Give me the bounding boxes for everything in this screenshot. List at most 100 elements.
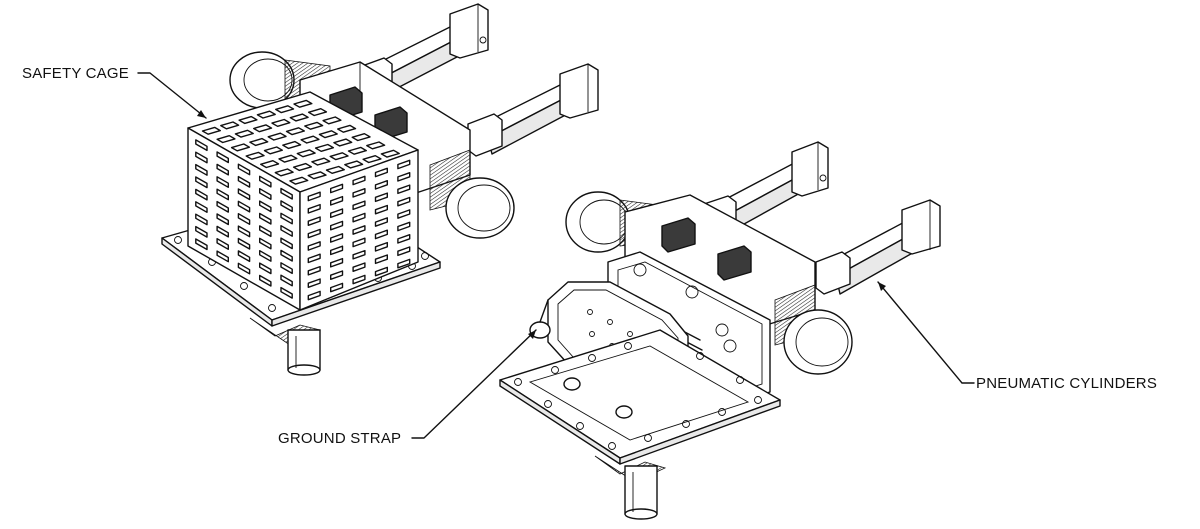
cage-slot xyxy=(330,233,344,243)
safety-cage-arrow xyxy=(197,110,206,118)
cage-slot xyxy=(397,209,411,219)
cage-slot xyxy=(307,228,321,239)
cage-slot xyxy=(237,163,251,176)
cage-slot xyxy=(352,200,366,211)
cage-slot xyxy=(237,188,251,201)
cage-slot xyxy=(280,224,293,237)
cage-slot xyxy=(307,191,321,202)
cage-slot xyxy=(280,200,293,213)
cage-slot xyxy=(330,183,344,194)
cage-slot xyxy=(307,265,321,276)
cage-slot xyxy=(300,135,320,144)
cage-slot xyxy=(259,200,272,213)
cage-slot xyxy=(366,141,386,150)
cage-slot xyxy=(259,187,272,201)
left-pedestal xyxy=(249,317,322,376)
label-safety-cage: SAFETY CAGE xyxy=(22,65,207,119)
cage-slot xyxy=(322,116,342,125)
cage-slot xyxy=(352,175,366,186)
cage-slot xyxy=(374,254,388,265)
left-front-port xyxy=(445,177,515,239)
cage-slot xyxy=(380,149,400,158)
cage-slot xyxy=(216,188,230,201)
cage-slot xyxy=(278,154,298,163)
cage-slot xyxy=(195,151,208,164)
cage-slot xyxy=(216,151,230,164)
cage-slot xyxy=(397,159,411,170)
cage-slot xyxy=(256,110,276,119)
cage-slot xyxy=(259,225,272,238)
cage-slot xyxy=(397,184,411,195)
cage-slot xyxy=(237,175,251,188)
cage-slot xyxy=(307,171,327,180)
cage-slot xyxy=(330,195,344,206)
right-front-port xyxy=(783,309,853,375)
label-pneumatic-cylinders: PNEUMATIC CYLINDERS xyxy=(877,281,1157,392)
cage-slot xyxy=(397,258,411,269)
cage-slot xyxy=(374,167,388,178)
cage-slot xyxy=(237,237,251,250)
cage-slot xyxy=(304,121,324,130)
cage-slot xyxy=(374,204,388,215)
cage-slot xyxy=(237,262,251,275)
cage-slot xyxy=(307,278,321,288)
cage-slot xyxy=(259,237,272,250)
right-pedestal xyxy=(594,455,667,520)
cage-slot xyxy=(374,179,388,190)
cage-slot xyxy=(330,208,344,219)
cage-slot xyxy=(307,290,321,301)
cage-slot xyxy=(275,105,295,114)
cage-slot xyxy=(271,118,291,128)
cage-slot xyxy=(260,159,280,169)
cage-slot xyxy=(296,149,316,158)
cage-slot xyxy=(333,138,353,147)
cage-slot xyxy=(237,250,251,263)
cage-slot xyxy=(397,246,411,257)
cage-slot xyxy=(352,262,366,272)
cage-slot xyxy=(397,233,411,244)
cage-slot xyxy=(282,140,302,150)
cage-slot xyxy=(259,274,272,287)
pneumatic-cylinders-leader xyxy=(877,281,975,384)
cage-slot xyxy=(397,196,411,207)
cage-slot xyxy=(195,201,208,214)
ground-strap-leader xyxy=(411,329,537,439)
cage-slot xyxy=(280,237,293,250)
cage-slot xyxy=(307,241,321,251)
cage-slot xyxy=(307,203,321,214)
cage-slot xyxy=(216,250,230,263)
safety-cage-leader xyxy=(137,72,207,119)
cage-slot xyxy=(352,225,366,235)
cage-slot xyxy=(267,132,287,141)
cage-slot xyxy=(374,241,388,252)
cage-slot xyxy=(318,130,338,139)
cage-slot xyxy=(216,237,230,251)
cage-slot xyxy=(330,245,344,256)
cage-slot xyxy=(325,165,345,175)
cage-slot xyxy=(311,157,331,166)
cage-slot xyxy=(195,213,208,226)
cage-slot xyxy=(307,253,321,264)
right-housing xyxy=(624,194,816,346)
cage-slot xyxy=(195,225,208,238)
right-assembly xyxy=(499,141,941,520)
cage-slot xyxy=(352,187,366,198)
cage-slot xyxy=(280,286,293,299)
safety-cage-label: SAFETY CAGE xyxy=(22,65,129,82)
cage-slot xyxy=(259,212,272,225)
left-assembly xyxy=(161,3,599,376)
cage-slot xyxy=(347,146,367,155)
cage-slot xyxy=(330,220,344,231)
cage-slot xyxy=(293,99,313,108)
cage-slot xyxy=(374,229,388,240)
cage-slot xyxy=(280,274,293,287)
cage-slot xyxy=(216,163,230,176)
cage-slot xyxy=(374,217,388,227)
ground-strap-label: GROUND STRAP xyxy=(278,430,401,447)
cage-slot xyxy=(314,143,335,153)
cage-slot xyxy=(259,175,272,188)
cage-slot xyxy=(329,152,349,161)
cage-slot xyxy=(274,168,294,177)
cage-slot xyxy=(216,225,230,238)
cage-slot xyxy=(374,192,388,203)
